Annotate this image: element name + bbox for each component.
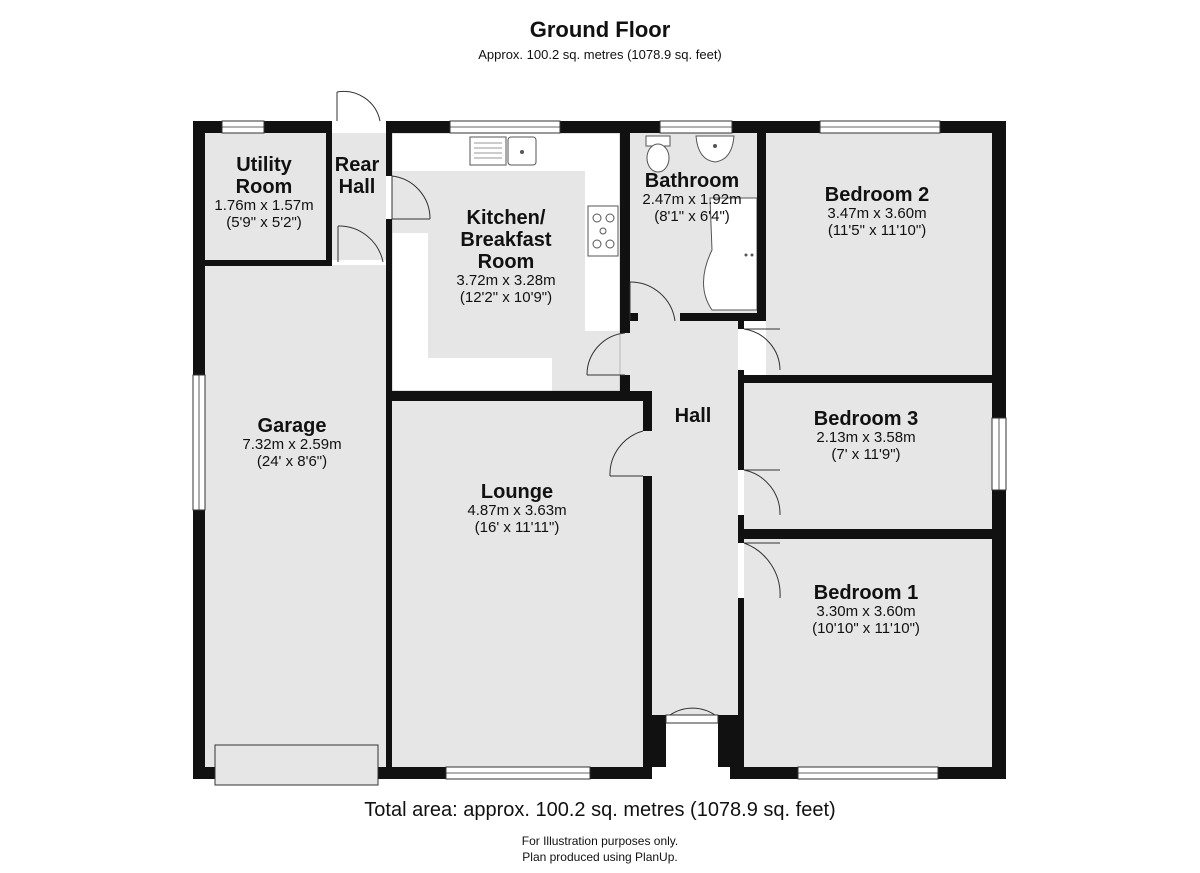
bedroom3-name: Bedroom 3 [813,408,919,430]
kitchen-name-2: Breakfast [460,229,552,251]
utility-room-name-1: Utility [236,154,292,176]
kitchen-worktop-bottom [428,358,552,391]
rear-hall-name-2: Hall [338,176,376,198]
kitchen-imperial: (12'2" x 10'9") [459,288,553,306]
bedroom3-imperial: (7' x 11'9") [831,445,901,463]
bedroom2-metric: 3.47m x 3.60m [827,205,927,222]
plan-subtitle: Approx. 100.2 sq. metres (1078.9 sq. fee… [478,47,722,62]
lounge-metric: 4.87m x 3.63m [467,502,567,519]
bedroom2-floor [766,133,992,375]
bathroom-metric: 2.47m x 1.92m [642,191,742,208]
bathroom-name: Bathroom [644,170,740,192]
garage-metric: 7.32m x 2.59m [242,436,342,453]
kitchen-name-1: Kitchen/ [466,207,546,229]
bedroom1-floor [744,539,992,767]
label-hall: Hall [675,405,712,427]
label-bedroom2: Bedroom 2 3.47m x 3.60m (11'5" x 11'10") [825,184,929,239]
kitchen-metric: 3.72m x 3.28m [456,272,556,289]
lounge-floor [392,401,643,767]
kitchen-worktop-left [392,233,428,391]
bedroom1-imperial: (10'10" x 11'10") [812,619,920,637]
bedroom3-metric: 2.13m x 3.58m [816,429,916,446]
bath [703,197,758,311]
label-bedroom3: Bedroom 3 2.13m x 3.58m (7' x 11'9") [814,408,918,463]
toilet-bowl [646,143,670,173]
lounge-imperial: (16' x 11'11") [474,518,560,536]
label-bedroom1: Bedroom 1 3.30m x 3.60m (10'10" x 11'10"… [812,582,920,637]
label-bathroom: Bathroom 2.47m x 1.92m (8'1" x 6'4") [642,170,741,225]
label-rear-hall: Rear Hall [335,154,379,198]
label-lounge: Lounge 4.87m x 3.63m (16' x 11'11") [467,481,566,536]
total-area: Total area: approx. 100.2 sq. metres (10… [364,799,836,821]
garage-name: Garage [257,415,327,437]
utility-room-imperial: (5'9" x 5'2") [226,213,302,231]
garage-floor [205,265,386,767]
bedroom1-metric: 3.30m x 3.60m [816,603,916,620]
planup-note: Plan produced using PlanUp. [522,850,678,864]
plan-title: Ground Floor [529,17,671,42]
label-garage: Garage 7.32m x 2.59m (24' x 8'6") [242,415,341,470]
bedroom2-imperial: (11'5" x 11'10") [827,221,927,239]
bedroom3-floor [744,383,992,529]
door-swings [336,90,781,724]
kitchen-floor [392,133,620,391]
utility-room-name-2: Room [235,176,293,198]
label-kitchen: Kitchen/ Breakfast Room 3.72m x 3.28m (1… [456,207,555,306]
bedroom1-name: Bedroom 1 [813,582,919,604]
garage-door [214,744,379,786]
rear-hall-floor [332,133,386,260]
bathroom-imperial: (8'1" x 6'4") [654,207,730,225]
hall-name: Hall [674,405,712,427]
utility-room-metric: 1.76m x 1.57m [214,197,314,214]
basin [695,135,735,163]
rear-hall-name-1: Rear [334,154,380,176]
sink-drainer [469,136,507,166]
utility-room-floor [205,133,326,260]
lounge-name: Lounge [480,481,554,503]
illustration-note: For Illustration purposes only. [521,834,679,848]
label-utility-room: Utility Room 1.76m x 1.57m (5'9" x 5'2") [214,154,313,231]
kitchen-name-3: Room [477,251,535,273]
bedroom2-name: Bedroom 2 [824,184,930,206]
garage-imperial: (24' x 8'6") [256,452,328,470]
hob [587,205,619,257]
